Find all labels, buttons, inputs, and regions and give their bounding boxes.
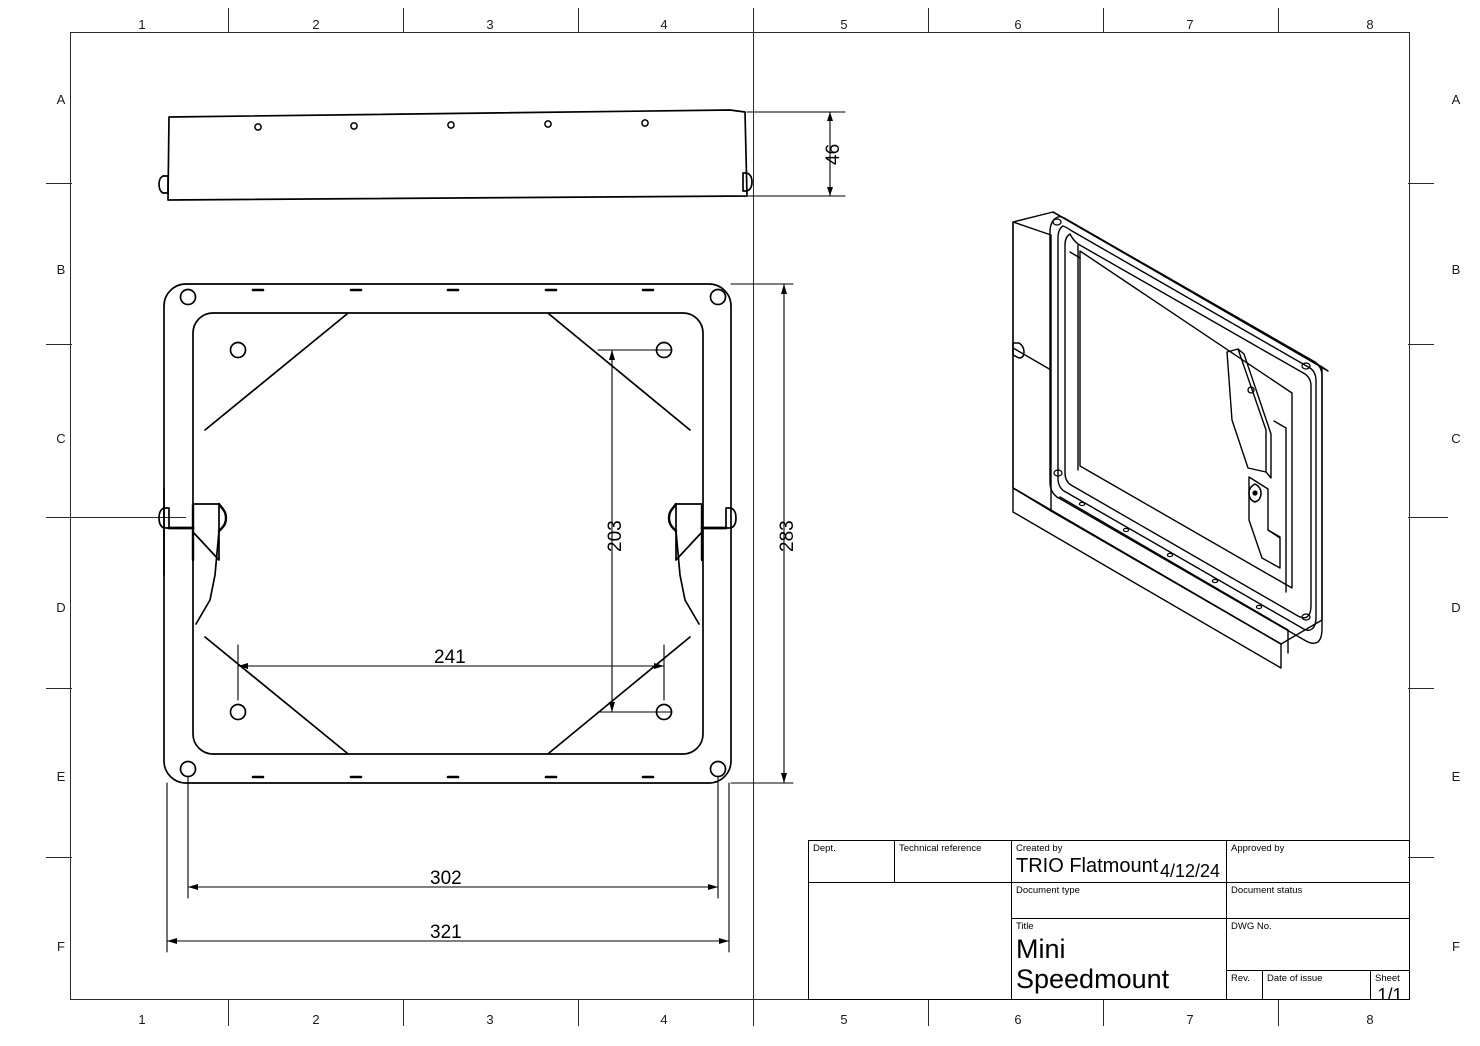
sheet-value: 1/1 (1377, 985, 1403, 999)
zone-label-bottom-3: 3 (486, 1012, 494, 1027)
title-block-cell-left-blank[interactable] (809, 883, 1012, 999)
title-block-cell-date-of-issue[interactable]: Date of issue (1263, 971, 1371, 999)
zone-tick-bottom-6 (1103, 1000, 1105, 1026)
zone-tick-top-6 (1103, 8, 1105, 32)
zone-label-bottom-1: 1 (138, 1012, 146, 1027)
zone-label-top-3: 3 (486, 17, 494, 32)
title-block-cell-technical-reference[interactable]: Technical reference (895, 841, 1012, 883)
zone-label-left-f: F (57, 939, 65, 954)
zone-tick-bottom-7 (1278, 1000, 1280, 1026)
zone-tick-right-4 (1408, 688, 1434, 690)
zone-label-top-1: 1 (138, 17, 146, 32)
zone-label-left-a: A (56, 92, 66, 107)
zone-label-left-e: E (56, 769, 66, 784)
zone-label-right-c: C (1451, 431, 1461, 446)
title-value: Mini Speedmount (1016, 934, 1170, 994)
zone-tick-left-3 (46, 517, 186, 519)
created-date-value: 4/12/24 (1159, 861, 1220, 881)
zone-tick-top-7 (1278, 8, 1280, 32)
sheet-label: Sheet (1375, 973, 1400, 984)
zone-tick-bottom-5 (928, 1000, 930, 1026)
zone-label-top-5: 5 (840, 17, 848, 32)
zone-label-right-e: E (1451, 769, 1461, 784)
zone-tick-left-1 (46, 183, 72, 185)
title-block-cell-dept[interactable]: Dept. (809, 841, 895, 883)
zone-tick-top-1 (228, 8, 230, 32)
zone-label-right-a: A (1451, 92, 1461, 107)
zone-tick-left-5 (46, 857, 72, 859)
date-of-issue-label: Date of issue (1267, 973, 1323, 984)
zone-label-right-f: F (1452, 939, 1460, 954)
approved-by-label: Approved by (1231, 843, 1285, 854)
dimension-label-46: 46 (823, 143, 844, 165)
dwg-no-label: DWG No. (1231, 921, 1272, 932)
zone-tick-bottom-4 (753, 1000, 755, 1026)
zone-tick-bottom-1 (228, 1000, 230, 1026)
zone-label-top-2: 2 (312, 17, 320, 32)
zone-tick-left-4 (46, 688, 72, 690)
zone-label-top-7: 7 (1186, 17, 1194, 32)
zone-label-right-b: B (1451, 262, 1461, 277)
created-by-label: Created by (1016, 843, 1063, 854)
drawing-border-frame (70, 32, 1410, 1000)
dept-label: Dept. (813, 843, 836, 854)
title-block-cell-rev[interactable]: Rev. (1227, 971, 1263, 999)
zone-tick-top-5 (928, 8, 930, 32)
technical-reference-label: Technical reference (899, 843, 982, 854)
title-block-cell-document-status[interactable]: Document status (1227, 883, 1409, 919)
zone-label-top-4: 4 (660, 17, 668, 32)
zone-label-left-b: B (56, 262, 66, 277)
title-block-cell-approved-by[interactable]: Approved by (1227, 841, 1409, 883)
zone-label-right-d: D (1451, 600, 1461, 615)
zone-label-bottom-7: 7 (1186, 1012, 1194, 1027)
zone-tick-top-4 (753, 8, 755, 1018)
zone-tick-top-2 (403, 8, 405, 32)
title-block: Dept. Technical reference Created by TRI… (808, 840, 1410, 1000)
zone-label-top-6: 6 (1014, 17, 1022, 32)
rev-label: Rev. (1231, 973, 1250, 984)
zone-tick-right-3 (1408, 517, 1448, 519)
zone-label-top-8: 8 (1366, 17, 1374, 32)
dimension-label-302: 302 (430, 868, 462, 889)
dimension-label-321: 321 (430, 922, 462, 943)
zone-tick-right-2 (1408, 344, 1434, 346)
zone-tick-bottom-3 (578, 1000, 580, 1026)
dimension-label-203: 203 (605, 520, 626, 552)
title-block-cell-document-type[interactable]: Document type (1012, 883, 1227, 919)
dimension-label-283: 283 (777, 520, 798, 552)
zone-label-left-d: D (56, 600, 66, 615)
zone-label-bottom-4: 4 (660, 1012, 668, 1027)
title-block-cell-dwg-no[interactable]: DWG No. (1227, 919, 1409, 971)
created-by-value: TRIO Flatmount (1016, 855, 1159, 877)
title-block-cell-sheet[interactable]: Sheet 1/1 (1371, 971, 1409, 999)
zone-tick-left-2 (46, 344, 72, 346)
zone-label-left-c: C (56, 431, 66, 446)
zone-label-bottom-6: 6 (1014, 1012, 1022, 1027)
title-block-cell-title[interactable]: Title Mini Speedmount (1012, 919, 1227, 999)
zone-tick-top-3 (578, 8, 580, 32)
title-label: Title (1016, 921, 1034, 932)
zone-tick-right-5 (1408, 857, 1434, 859)
title-block-cell-created-by[interactable]: Created by TRIO Flatmount 4/12/24 (1012, 841, 1227, 883)
document-type-label: Document type (1016, 885, 1080, 896)
zone-tick-right-1 (1408, 183, 1434, 185)
zone-label-bottom-8: 8 (1366, 1012, 1374, 1027)
dimension-label-241: 241 (434, 647, 466, 668)
document-status-label: Document status (1231, 885, 1303, 896)
zone-label-bottom-2: 2 (312, 1012, 320, 1027)
zone-tick-bottom-2 (403, 1000, 405, 1026)
zone-label-bottom-5: 5 (840, 1012, 848, 1027)
